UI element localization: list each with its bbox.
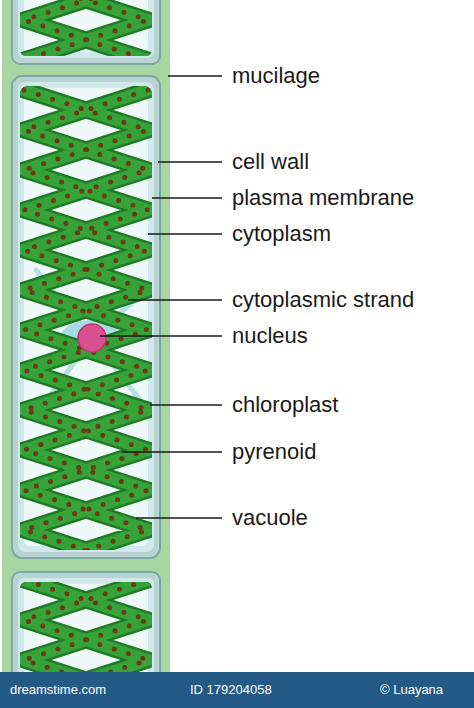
- part-label: vacuole: [232, 505, 308, 531]
- chloroplast-top: [24, 0, 148, 56]
- nucleus: [78, 324, 106, 352]
- watermark: ID 179204058: [190, 682, 272, 698]
- chloroplast-spiral: [24, 90, 148, 550]
- part-label: plasma membrane: [232, 185, 414, 211]
- part-label: chloroplast: [232, 392, 338, 418]
- part-label: cell wall: [232, 149, 309, 175]
- part-label: cytoplasmic strand: [232, 287, 414, 313]
- part-label: cytoplasm: [232, 221, 331, 247]
- leader-lines: [100, 76, 222, 518]
- chloroplast-bottom: [24, 582, 148, 672]
- part-label: mucilage: [232, 63, 320, 89]
- part-label: nucleus: [232, 323, 308, 349]
- watermark: © Luayana: [380, 682, 443, 698]
- watermark-bar: [0, 672, 474, 708]
- part-label: pyrenoid: [232, 439, 316, 465]
- watermark: dreamstime.com: [10, 682, 106, 698]
